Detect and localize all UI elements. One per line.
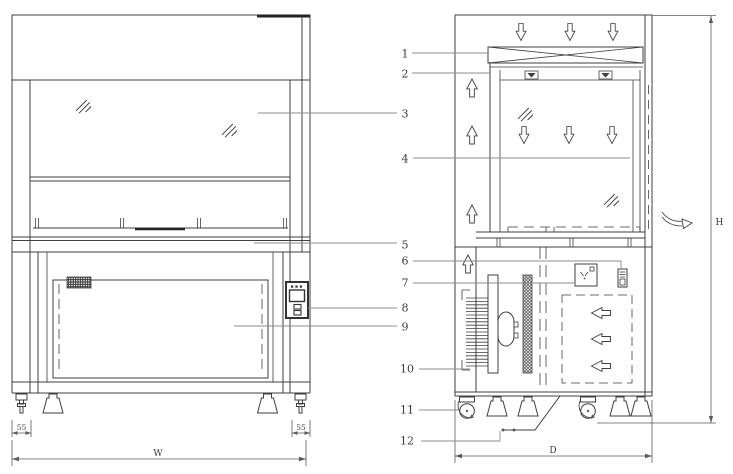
callout-label-2: 2 [402, 68, 409, 81]
glass-hatch-icon [221, 123, 238, 138]
callout-10: 10 [400, 363, 470, 376]
callout-2: 2 [402, 68, 490, 81]
callout-5: 5 [254, 239, 409, 252]
airflow-out-curved-arrow [661, 211, 693, 230]
side-feet [457, 396, 652, 420]
front-glass-sash [30, 99, 290, 182]
callout-label-10: 10 [400, 363, 414, 376]
callout-label-6: 6 [402, 255, 409, 268]
return-air-dashed-box [561, 294, 633, 384]
cone-foot-icon [517, 396, 539, 417]
callout-label-4: 4 [402, 153, 409, 166]
power-cord [501, 395, 561, 432]
airflow-down-arrow-icon [563, 126, 575, 144]
airflow-left-arrow-icon [591, 333, 611, 345]
airflow-up-arrow-icon [466, 204, 478, 224]
socket-pin-dot [583, 277, 586, 280]
cone-foot-icon [486, 396, 508, 417]
cone-foot-icon [609, 396, 631, 417]
front-view: 55 55 W [11, 14, 311, 466]
indicator-dot [299, 285, 302, 288]
caster-wheel-icon [578, 396, 596, 420]
airflow-down-arrow-icon [515, 23, 527, 41]
height-dimension-label: H [716, 218, 724, 228]
airflow-left-arrow-icon [591, 360, 611, 372]
glass-hatch-icon [75, 99, 92, 114]
airflow-up-arrows [462, 78, 478, 274]
chamber-walls [489, 62, 641, 232]
blower-motor [497, 311, 515, 347]
hepa-filter [487, 46, 644, 64]
mesh-grille-icon [66, 276, 92, 289]
callout-label-8: 8 [402, 302, 409, 315]
lamp-icon [524, 70, 539, 80]
airflow-down-arrow-icon [606, 126, 618, 144]
callout-label-7: 7 [402, 277, 409, 290]
depth-dimension-label: D [549, 446, 556, 456]
callout-label-9: 9 [402, 321, 409, 334]
airflow-up-arrow-icon [462, 254, 474, 274]
airflow-down-arrow-icon [518, 126, 530, 144]
callout-8: 8 [308, 302, 409, 315]
callout-9: 9 [234, 321, 409, 334]
callout-4: 4 [402, 153, 630, 166]
callout-7: 7 [402, 277, 575, 290]
callout-label-11: 11 [400, 404, 414, 417]
front-feet [15, 393, 307, 414]
side-outline [454, 14, 653, 397]
control-panel [285, 281, 309, 319]
lamp-icon [598, 70, 613, 80]
dimension-55-right: 55 [291, 420, 311, 437]
indicator-dot [291, 285, 294, 288]
display-screen [288, 289, 306, 303]
caster-wheel-icon [457, 396, 475, 420]
callout-1: 1 [402, 48, 488, 61]
callout-6: 6 [402, 255, 622, 269]
dimension-width: W [11, 440, 307, 466]
foot-dimension-label: 55 [17, 423, 27, 432]
cone-foot-icon [257, 393, 278, 414]
cone-foot-icon [630, 396, 652, 417]
exhaust-filter-strip [522, 274, 533, 374]
callout-label-5: 5 [402, 239, 409, 252]
front-work-surface [12, 218, 310, 253]
power-socket [574, 263, 598, 287]
callout-11: 11 [400, 404, 458, 417]
foot-dimension-label: 55 [296, 423, 306, 432]
lower-compartment [455, 247, 652, 393]
support-stand [12, 252, 310, 394]
side-work-surface [455, 226, 652, 248]
airflow-down-arrow-icon [607, 23, 619, 41]
callout-label-1: 1 [402, 48, 409, 61]
airflow-up-arrow-icon [466, 78, 478, 98]
callout-label-12: 12 [400, 435, 414, 448]
airflow-left-arrow-icon [591, 307, 611, 319]
callout-3: 3 [258, 108, 409, 121]
airflow-down-arrow-icon [564, 23, 576, 41]
cone-foot-icon [42, 393, 64, 414]
airflow-up-arrow-icon [466, 125, 478, 145]
stand-panel [52, 279, 269, 379]
dimension-55-left: 55 [11, 420, 32, 437]
side-view: H D [454, 14, 724, 463]
indicator-dot [295, 285, 298, 288]
callout-12: 12 [400, 431, 501, 448]
front-top-cabinet [11, 14, 311, 252]
airflow-down-arrows [515, 23, 619, 144]
lamp-panel [490, 66, 643, 81]
blower-fan [461, 274, 519, 374]
panel-button [293, 303, 302, 310]
width-dimension-label: W [153, 449, 163, 459]
glass-hatch-icon [603, 193, 620, 208]
dimension-height: H [597, 15, 724, 424]
leveling-screw-foot-icon [294, 393, 307, 414]
callout-label-3: 3 [402, 108, 409, 121]
leveling-screw-foot-icon [15, 393, 28, 414]
glass-hatch-icon [517, 107, 534, 122]
callouts: 1 2 3 4 5 6 7 8 [234, 48, 630, 448]
dimension-depth: D [454, 400, 653, 463]
panel-button [293, 309, 302, 316]
power-switch [617, 268, 628, 288]
